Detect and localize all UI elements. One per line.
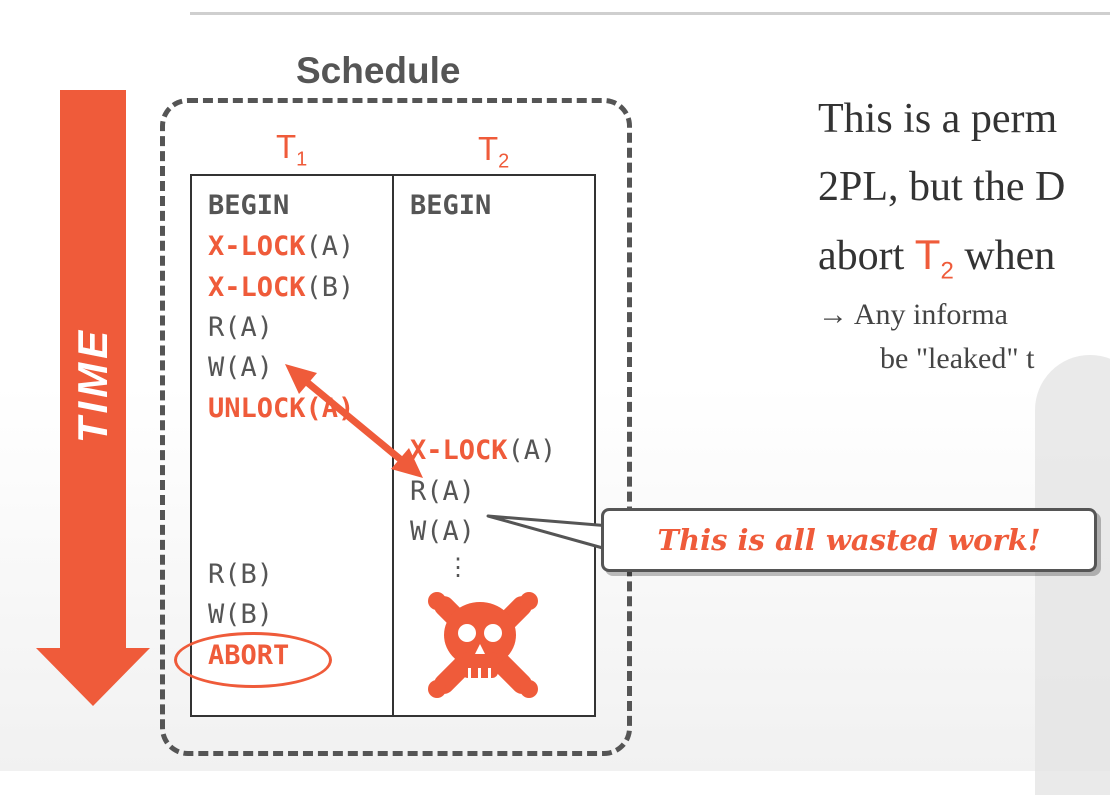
- explanation-line-3: abort T2 when: [818, 231, 1056, 285]
- background-cylinder-graphic: [1035, 355, 1110, 795]
- abort-highlight-ring: [174, 632, 332, 688]
- t2-begin: BEGIN: [410, 190, 492, 221]
- double-headed-arrow-icon: [285, 364, 423, 478]
- t1-read-a: R(A): [208, 312, 274, 343]
- t1-column-header: T1: [276, 128, 308, 171]
- t2-xlock-a: X-LOCK(A): [410, 435, 557, 466]
- t2-column-header: T2: [478, 130, 510, 173]
- callout-pointer: [486, 514, 612, 552]
- schedule-title: Schedule: [296, 50, 461, 91]
- t1-begin: BEGIN: [208, 190, 290, 221]
- explanation-bullet-2: be "leaked" t: [880, 342, 1035, 375]
- t2-ellipsis: ⋮: [446, 553, 470, 581]
- t1-xlock-a: X-LOCK(A): [208, 231, 355, 262]
- top-rule: [190, 12, 1110, 15]
- diagram-overlay: [285, 364, 612, 698]
- explanation-line-1: This is a perm: [818, 96, 1058, 142]
- t1-write-b: W(B): [208, 599, 274, 630]
- t1-read-b: R(B): [208, 559, 274, 590]
- schedule-column-divider: [392, 174, 394, 717]
- t1-xlock-b: X-LOCK(B): [208, 272, 355, 303]
- t2-write-a: W(A): [410, 516, 476, 547]
- explanation-line-2: 2PL, but the D: [818, 164, 1066, 210]
- explanation-bullet-1: → Any informa: [818, 298, 1008, 331]
- time-arrow-shaft: [60, 90, 126, 650]
- wasted-work-callout: This is all wasted work!: [601, 508, 1097, 572]
- time-arrow-head: [36, 648, 150, 706]
- t1-write-a: W(A): [208, 352, 274, 383]
- skull-crossbones-icon: [428, 592, 538, 698]
- schedule-dashed-box: [160, 98, 632, 756]
- t2-read-a: R(A): [410, 476, 476, 507]
